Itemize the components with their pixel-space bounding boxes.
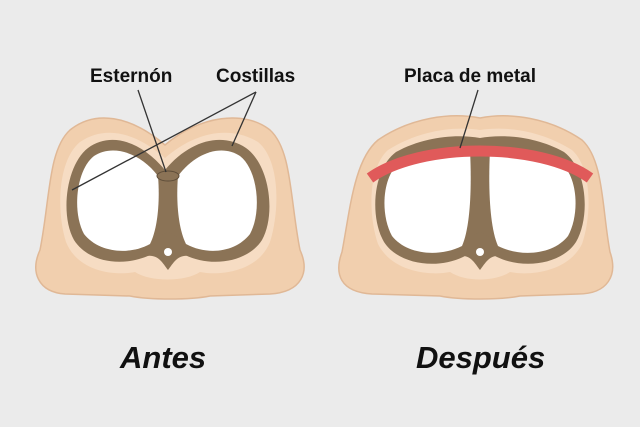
after-chest-cross-section: [338, 89, 614, 300]
after-right-lung: [489, 148, 576, 253]
before-caption: Antes: [120, 340, 207, 375]
before-left-lung: [77, 150, 159, 251]
before-right-lung: [177, 150, 257, 251]
after-left-lung: [384, 148, 471, 253]
sternum-leader-line: [137, 89, 167, 173]
plate-label: Placa de metal: [404, 66, 537, 87]
plate-leader-line: [459, 89, 479, 149]
after-spine: [458, 232, 502, 270]
before-spine: [146, 232, 190, 270]
metal-plate: [366, 145, 594, 183]
sternum-label: Esternón: [90, 66, 173, 87]
after-caption: Después: [416, 340, 546, 375]
ribs-label: Costillas: [216, 66, 296, 87]
ribs-leader-line-1: [231, 91, 257, 147]
before-chest-cross-section: [35, 89, 305, 300]
before-sternum: [156, 170, 180, 182]
ribs-leader-line-2: [71, 91, 257, 191]
